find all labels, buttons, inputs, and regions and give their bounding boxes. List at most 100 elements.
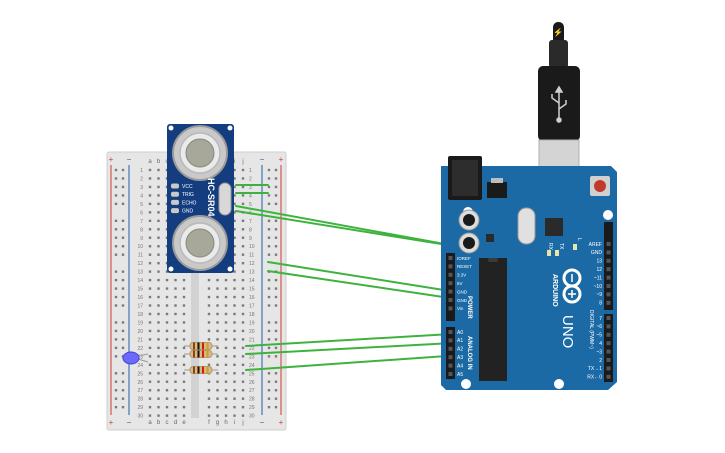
breadboard-hole[interactable] — [157, 372, 160, 375]
rail-hole[interactable] — [121, 185, 125, 189]
breadboard-hole[interactable] — [157, 397, 160, 400]
breadboard-hole[interactable] — [216, 321, 219, 324]
breadboard-hole[interactable] — [224, 312, 228, 316]
breadboard-hole[interactable] — [224, 329, 228, 333]
breadboard-hole[interactable] — [207, 321, 211, 324]
analog-header-pin[interactable] — [448, 355, 453, 360]
breadboard-hole[interactable] — [233, 355, 236, 358]
breadboard-hole[interactable] — [216, 312, 219, 316]
breadboard-hole[interactable] — [241, 185, 245, 189]
breadboard-hole[interactable] — [157, 346, 160, 350]
rail-hole[interactable] — [274, 219, 278, 223]
digital-header-pin[interactable] — [606, 341, 611, 346]
breadboard-hole[interactable] — [182, 355, 186, 358]
breadboard-hole[interactable] — [148, 245, 152, 248]
digital-header-pin[interactable] — [606, 300, 611, 305]
breadboard-hole[interactable] — [148, 253, 152, 256]
breadboard-hole[interactable] — [157, 236, 160, 239]
rail-hole[interactable] — [267, 346, 271, 350]
rail-hole[interactable] — [274, 245, 278, 248]
breadboard-hole[interactable] — [165, 321, 169, 324]
breadboard-hole[interactable] — [165, 380, 169, 383]
breadboard-hole[interactable] — [157, 304, 160, 307]
breadboard-hole[interactable] — [174, 363, 177, 367]
rail-hole[interactable] — [267, 397, 271, 400]
breadboard-hole[interactable] — [157, 312, 160, 316]
power-header-pin[interactable] — [448, 281, 453, 286]
rail-hole[interactable] — [274, 389, 278, 392]
breadboard-hole[interactable] — [182, 389, 186, 392]
breadboard-hole[interactable] — [233, 346, 236, 350]
breadboard-hole[interactable] — [241, 355, 245, 358]
breadboard-hole[interactable] — [207, 329, 211, 333]
breadboard-hole[interactable] — [165, 363, 169, 367]
digital-header-pin[interactable] — [606, 250, 611, 255]
rail-hole[interactable] — [267, 287, 271, 290]
sensor-pin[interactable] — [171, 183, 179, 189]
breadboard-hole[interactable] — [207, 397, 211, 400]
breadboard-hole[interactable] — [148, 304, 152, 307]
breadboard-hole[interactable] — [165, 338, 169, 341]
breadboard-hole[interactable] — [233, 338, 236, 341]
breadboard-hole[interactable] — [148, 270, 152, 273]
breadboard-hole[interactable] — [216, 278, 219, 282]
analog-header-pin[interactable] — [448, 363, 453, 368]
breadboard-hole[interactable] — [148, 363, 152, 367]
breadboard-hole[interactable] — [174, 346, 177, 350]
breadboard-hole[interactable] — [233, 194, 236, 197]
rail-hole[interactable] — [114, 380, 118, 383]
breadboard-hole[interactable] — [233, 228, 236, 231]
breadboard-hole[interactable] — [157, 414, 160, 417]
rail-hole[interactable] — [274, 177, 278, 180]
rail-hole[interactable] — [267, 236, 271, 239]
rail-hole[interactable] — [121, 219, 125, 223]
breadboard-hole[interactable] — [216, 380, 219, 383]
rail-hole[interactable] — [114, 287, 118, 290]
breadboard-hole[interactable] — [207, 363, 211, 367]
breadboard-hole[interactable] — [148, 236, 152, 239]
breadboard-hole[interactable] — [157, 168, 160, 172]
rail-hole[interactable] — [274, 253, 278, 256]
rail-hole[interactable] — [267, 185, 271, 189]
breadboard-hole[interactable] — [216, 405, 219, 409]
breadboard-hole[interactable] — [174, 278, 177, 282]
breadboard-hole[interactable] — [165, 346, 169, 350]
rail-hole[interactable] — [121, 405, 125, 409]
breadboard-hole[interactable] — [233, 312, 236, 316]
rail-hole[interactable] — [274, 194, 278, 197]
breadboard-hole[interactable] — [148, 287, 152, 290]
rail-hole[interactable] — [114, 338, 118, 341]
rail-hole[interactable] — [121, 287, 125, 290]
breadboard-hole[interactable] — [207, 380, 211, 383]
breadboard-hole[interactable] — [207, 405, 211, 409]
breadboard-hole[interactable] — [216, 287, 219, 290]
digital-header-pin[interactable] — [606, 332, 611, 337]
rail-hole[interactable] — [274, 372, 278, 375]
digital-header-pin[interactable] — [606, 349, 611, 354]
digital-header-pin[interactable] — [606, 358, 611, 362]
rail-hole[interactable] — [267, 219, 271, 223]
reset-button[interactable] — [594, 180, 606, 192]
breadboard-hole[interactable] — [216, 397, 219, 400]
rail-hole[interactable] — [274, 397, 278, 400]
breadboard-hole[interactable] — [148, 295, 152, 299]
wire-gnd[interactable] — [267, 270, 451, 299]
breadboard-hole[interactable] — [182, 363, 186, 367]
breadboard-hole[interactable] — [148, 355, 152, 358]
rail-hole[interactable] — [121, 245, 125, 248]
breadboard-hole[interactable] — [241, 194, 245, 197]
breadboard-hole[interactable] — [233, 219, 236, 223]
breadboard-hole[interactable] — [148, 329, 152, 333]
breadboard-hole[interactable] — [157, 338, 160, 341]
breadboard-hole[interactable] — [207, 338, 211, 341]
breadboard-hole[interactable] — [165, 414, 169, 417]
rail-hole[interactable] — [121, 228, 125, 231]
breadboard-hole[interactable] — [174, 329, 177, 333]
breadboard-hole[interactable] — [165, 355, 169, 358]
rail-hole[interactable] — [274, 405, 278, 409]
breadboard-hole[interactable] — [148, 389, 152, 392]
rail-hole[interactable] — [274, 346, 278, 350]
breadboard-hole[interactable] — [224, 304, 228, 307]
breadboard-hole[interactable] — [157, 253, 160, 256]
breadboard-hole[interactable] — [157, 261, 160, 265]
